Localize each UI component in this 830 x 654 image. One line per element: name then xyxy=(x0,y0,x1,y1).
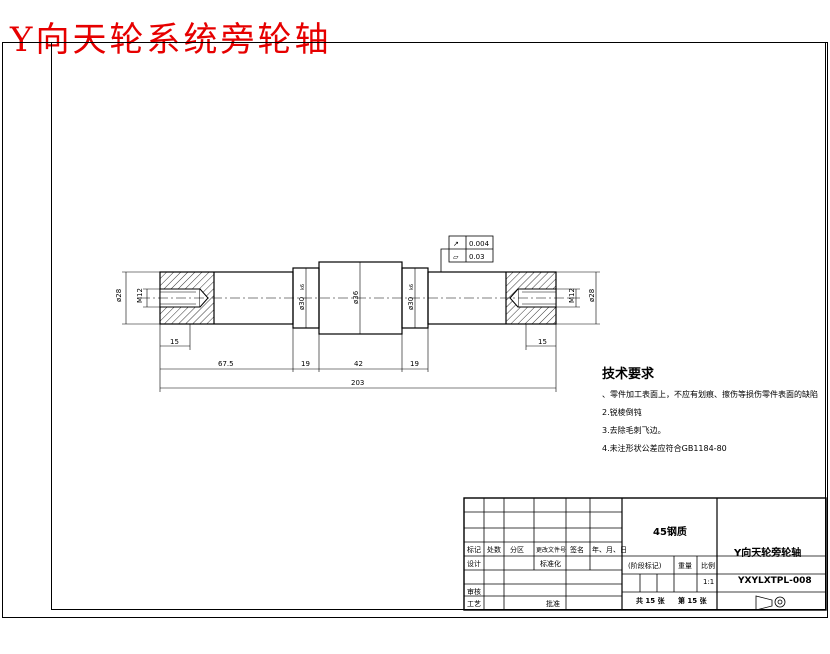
part-name: Y向天轮旁轮轴 xyxy=(734,548,802,559)
dim-center: ø36 xyxy=(352,290,360,304)
length-dimensions xyxy=(159,324,557,392)
dim-left-outer: ø28 xyxy=(115,289,123,302)
drawing-number: YXYLXTPL-008 xyxy=(738,576,812,586)
rev-header-date: 年、月、日 xyxy=(592,546,627,554)
dim-len-19-right: 19 xyxy=(410,360,419,368)
technical-requirements: 技术要求 、零件加工表面上，不应有划痕、擦伤等损伤零件表面的缺陷 2.锐棱倒钝 … xyxy=(602,366,818,458)
rev-header-count: 处数 xyxy=(487,546,501,554)
dim-len-67-5: 67.5 xyxy=(218,360,234,368)
dim-right-inner: M12 xyxy=(568,288,576,303)
left-end-section xyxy=(159,271,215,325)
weight-label: 重量 xyxy=(678,562,692,570)
label-process: 工艺 xyxy=(467,600,481,608)
title-block-grid xyxy=(463,497,827,611)
label-review: 审核 xyxy=(467,588,481,596)
label-standard: 标准化 xyxy=(540,560,561,568)
tol-value-flatness: 0.03 xyxy=(469,253,485,261)
scale-label: 比例 xyxy=(701,562,715,570)
sheet-frame xyxy=(51,42,826,610)
drawing-title: Y向天轮系统旁轮轴 xyxy=(10,20,332,60)
tech-item-4: 4.未注形状公差应符合GB1184-80 xyxy=(602,444,727,453)
dim-len-left-15: 15 xyxy=(170,338,179,346)
dim-left-inner: M12 xyxy=(136,288,144,303)
tol-right: k6 xyxy=(409,284,415,290)
rev-header-doc: 更改文件号 xyxy=(536,547,567,554)
tech-item-1: 、零件加工表面上，不应有划痕、擦伤等损伤零件表面的缺陷 xyxy=(602,390,818,399)
rev-header-zone: 分区 xyxy=(510,546,524,554)
dim-len-right-15: 15 xyxy=(538,338,547,346)
tech-item-3: 3.去除毛刺飞边。 xyxy=(602,426,666,435)
diameter-dimensions xyxy=(122,262,600,334)
tol-symbol-flatness: ▱ xyxy=(453,253,459,261)
scale-value: 1:1 xyxy=(703,578,715,586)
tol-value-runout: 0.004 xyxy=(469,240,490,248)
dim-right-outer: ø28 xyxy=(588,289,596,302)
label-design: 设计 xyxy=(467,560,481,568)
tolerance-frame xyxy=(440,235,494,272)
dim-len-19-left: 19 xyxy=(301,360,310,368)
projection-symbol-icon xyxy=(755,595,786,611)
label-approve: 批准 xyxy=(546,600,560,608)
dim-len-total: 203 xyxy=(351,379,364,387)
dim-len-42: 42 xyxy=(354,360,363,368)
tol-left: k6 xyxy=(300,284,306,290)
sheet-count: 共 15 张 xyxy=(636,597,665,605)
tol-symbol-runout: ↗ xyxy=(453,240,459,248)
sheet-number: 第 15 张 xyxy=(678,597,707,605)
tech-item-2: 2.锐棱倒钝 xyxy=(602,408,642,417)
rev-header-mark: 标记 xyxy=(467,546,481,554)
material: 45钢质 xyxy=(653,527,687,538)
dim-collar-left: ø30 xyxy=(298,297,306,310)
tech-heading: 技术要求 xyxy=(602,367,655,382)
stage-mark-label: (阶段标记) xyxy=(628,562,662,570)
rev-header-sign: 签名 xyxy=(570,546,584,554)
dim-collar-right: ø30 xyxy=(407,297,415,310)
